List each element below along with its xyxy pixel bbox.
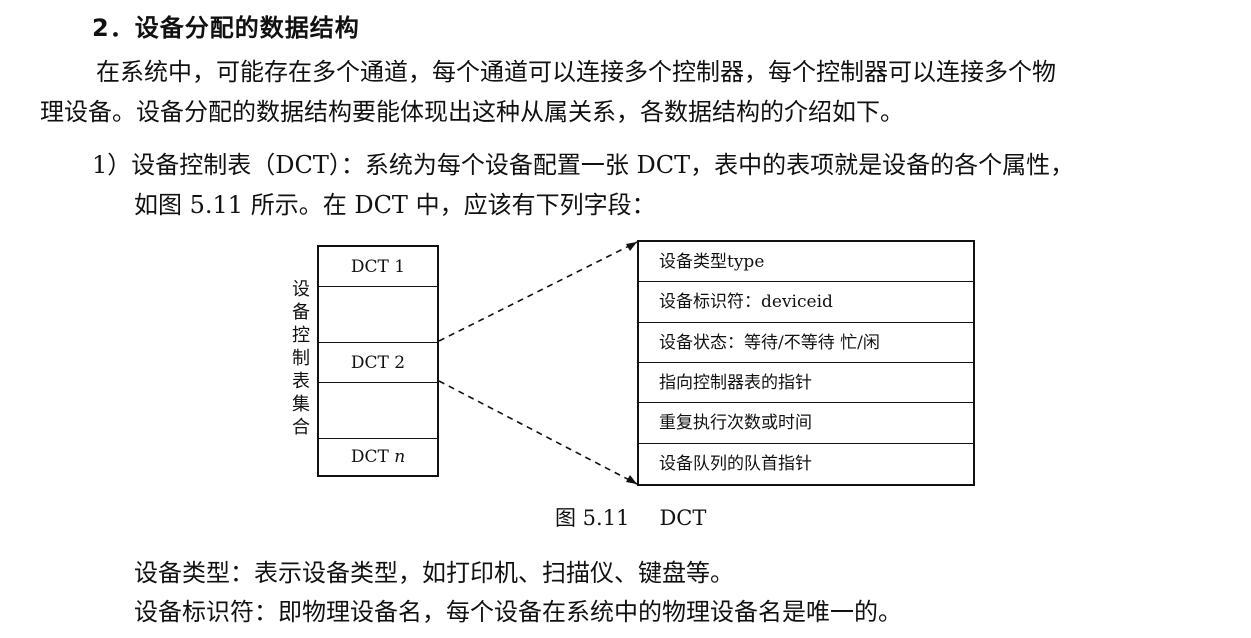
item1-line-1: 1）设备控制表（DCT）：系统为每个设备配置一张 DCT，表中的表项就是设备的各… — [92, 151, 1075, 179]
lower-arrowhead — [626, 475, 637, 484]
intro-line-1: 在系统中，可能存在多个通道，每个通道可以连接多个控制器，每个控制器可以连接多个物 — [96, 58, 1056, 86]
field-row: 设备类型type — [639, 242, 973, 283]
dct-n-suffix: n — [394, 447, 406, 467]
upper-arrowhead — [626, 242, 637, 251]
field-row: 设备队列的队首指针 — [659, 453, 812, 474]
dct-set-vertical-label: 设 备 控 制 表 集 合 — [290, 278, 312, 439]
dct-set-table: DCT 1 DCT 2 DCT n — [317, 245, 439, 477]
vertical-char: 合 — [292, 417, 310, 438]
intro-line-2: 理设备。设备分配的数据结构要能体现出这种从属关系，各数据结构的介绍如下。 — [40, 98, 904, 126]
intro-paragraph: 在系统中，可能存在多个通道，每个通道可以连接多个控制器，每个控制器可以连接多个物… — [40, 52, 1240, 132]
caption-title: DCT — [659, 506, 707, 530]
figure-caption: 图 5.11 DCT — [555, 502, 706, 532]
vertical-char: 集 — [292, 394, 310, 415]
caption-number: 图 5.11 — [555, 506, 630, 530]
field-row: 指向控制器表的指针 — [639, 363, 973, 404]
item1-line-2: 如图 5.11 所示。在 DCT 中，应该有下列字段： — [134, 191, 656, 219]
vertical-char: 控 — [292, 325, 310, 346]
dct-2-cell: DCT 2 — [319, 343, 437, 383]
section-heading: 2．设备分配的数据结构 — [92, 14, 360, 42]
device-type-description: 设备类型：表示设备类型，如打印机、扫描仪、键盘等。 — [134, 559, 734, 587]
dct-n-cell: DCT n — [319, 439, 437, 475]
vertical-char: 制 — [292, 348, 310, 369]
vertical-char: 备 — [292, 302, 310, 323]
dct-n-prefix: DCT — [350, 447, 395, 467]
dct-empty-cell — [319, 287, 437, 343]
field-row: 重复执行次数或时间 — [639, 403, 973, 444]
field-row: 设备状态：等待/不等待 忙/闲 — [639, 323, 973, 363]
field-row: 设备标识符：deviceid — [639, 282, 973, 323]
dct-figure: 设 备 控 制 表 集 合 DCT 1 DCT 2 DCT n 设备类型type… — [270, 230, 990, 540]
vertical-char: 表 — [292, 371, 310, 392]
vertical-char: 设 — [292, 279, 310, 300]
device-id-description: 设备标识符：即物理设备名，每个设备在系统中的物理设备名是唯一的。 — [134, 598, 902, 626]
upper-dashed-connector — [438, 241, 638, 342]
dct-1-cell: DCT 1 — [319, 247, 437, 287]
lower-dashed-connector — [438, 380, 638, 485]
dct-fields-table: 设备类型type 设备标识符：deviceid 设备状态：等待/不等待 忙/闲 … — [637, 240, 975, 486]
figure-connector-lines — [438, 241, 638, 485]
dct-empty-cell — [319, 383, 437, 439]
